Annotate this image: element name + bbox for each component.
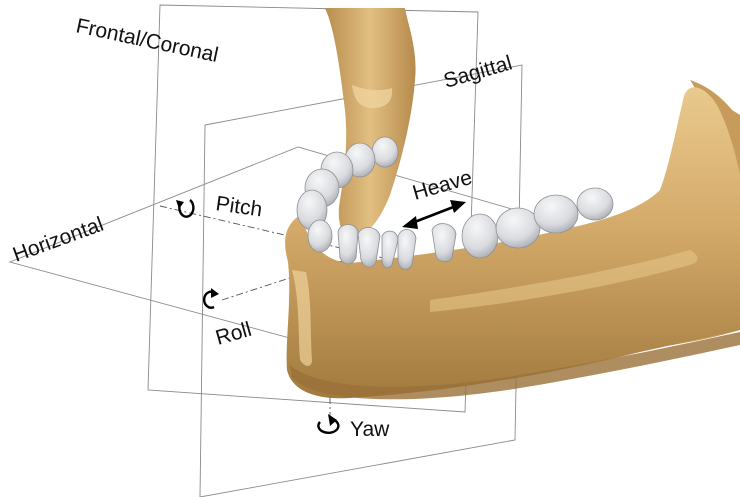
yaw-label: Yaw xyxy=(350,418,390,441)
mandible-ramus xyxy=(325,8,416,238)
sagittal-label: Sagittal xyxy=(441,51,515,92)
pitch-label: Pitch xyxy=(214,192,263,221)
frontal-coronal-label: Frontal/Coronal xyxy=(74,14,220,67)
heave-label: Heave xyxy=(410,166,475,205)
pitch-rotate-icon xyxy=(176,200,193,217)
roll-label: Roll xyxy=(213,318,254,350)
roll-rotate-icon xyxy=(204,288,219,308)
horizontal-label: Horizontal xyxy=(10,213,107,267)
heave-double-arrow-icon xyxy=(402,200,466,229)
yaw-rotate-icon xyxy=(318,414,338,433)
